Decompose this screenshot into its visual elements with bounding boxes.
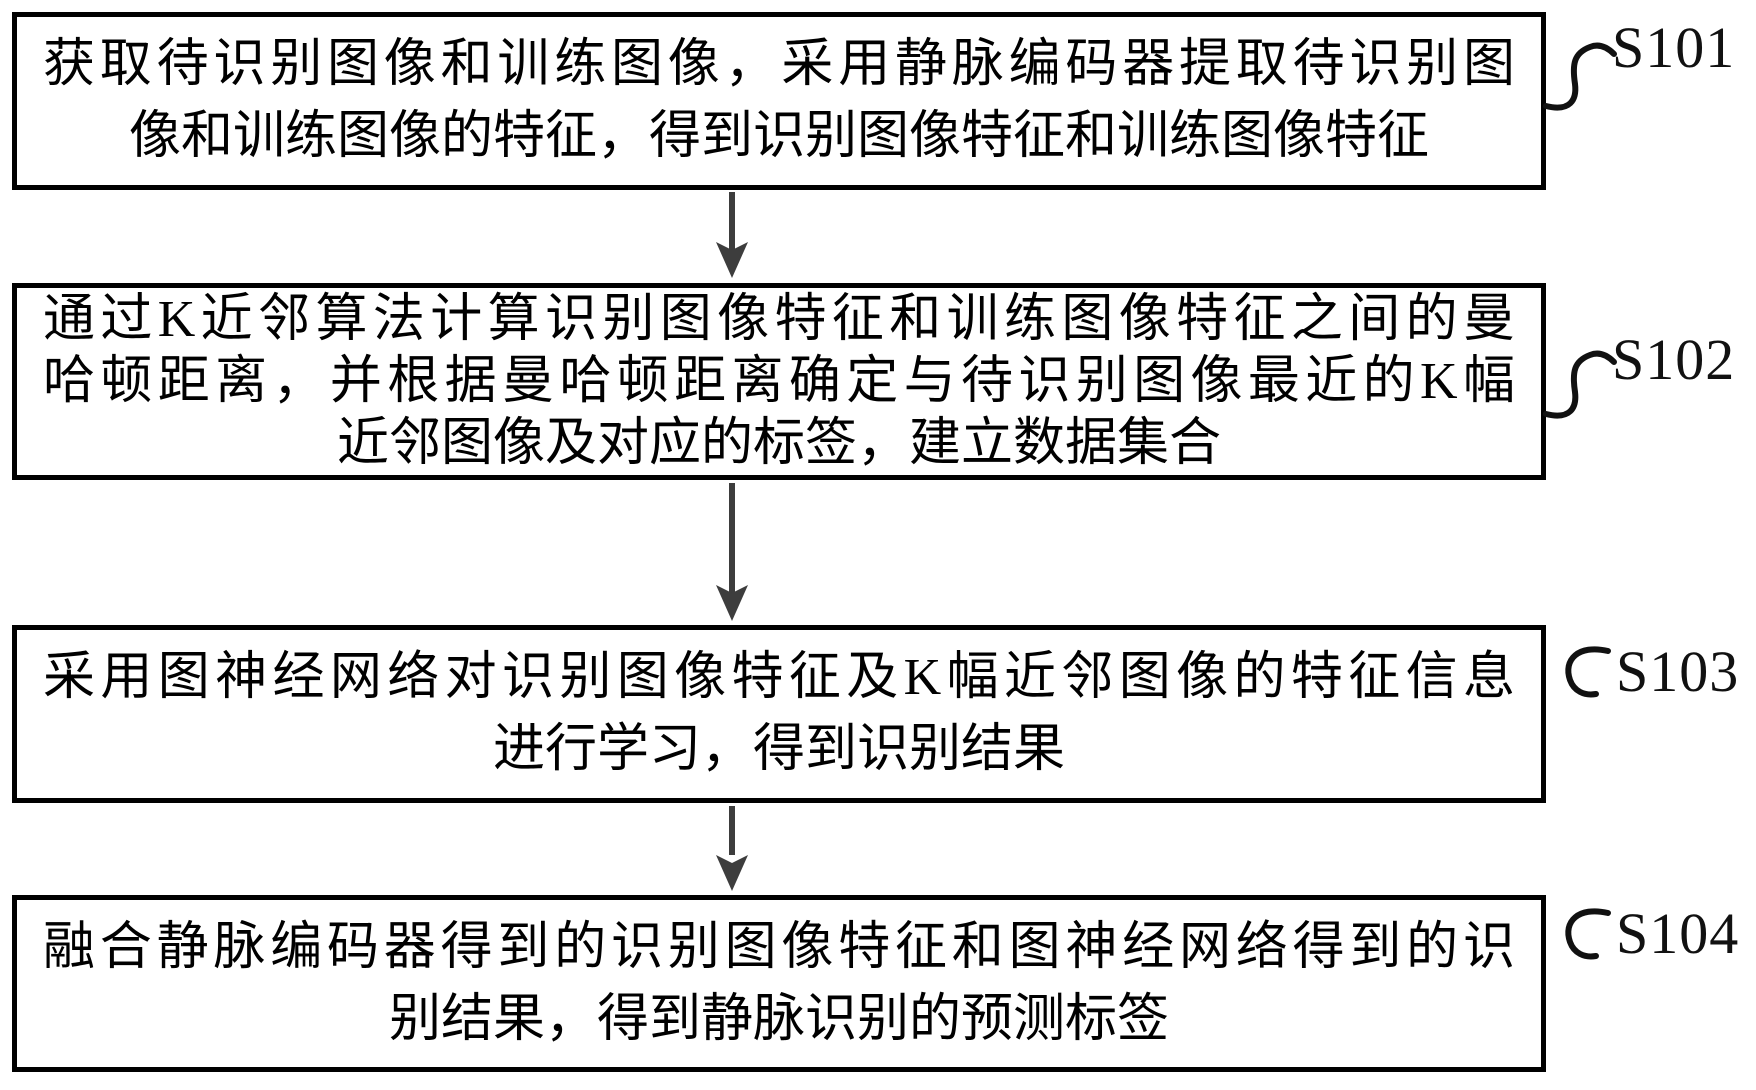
leader-line-s102: [1543, 350, 1617, 419]
flow-box-s104: 融合静脉编码器得到的识别图像特征和图神经网络得到的识 别结果，得到静脉识别的预测…: [12, 895, 1546, 1072]
step-label-s103: S103: [1616, 639, 1740, 704]
flow-box-s101-line-1: 获取待识别图像和训练图像，采用静脉编码器提取待识别图: [43, 36, 1515, 93]
step-label-s102: S102: [1612, 327, 1736, 392]
down-arrow-icon-2: [716, 483, 748, 621]
down-arrow-icon-1: [716, 192, 748, 278]
flow-box-s102: 通过K近邻算法计算识别图像特征和训练图像特征之间的曼 哈顿距离，并根据曼哈顿距离…: [12, 283, 1546, 480]
flow-box-s102-line-2: 哈顿距离，并根据曼哈顿距离确定与待识别图像最近的K幅: [43, 352, 1515, 410]
leader-line-s104: [1565, 908, 1611, 960]
flow-box-s104-line-1: 融合静脉编码器得到的识别图像特征和图神经网络得到的识: [43, 918, 1515, 976]
flow-box-s104-line-2: 别结果，得到静脉识别的预测标签: [388, 990, 1169, 1048]
flow-box-s103-line-1: 采用图神经网络对识别图像特征及K幅近邻图像的特征信息: [43, 649, 1515, 706]
down-arrow-icon-3: [716, 806, 748, 891]
flow-box-s101-line-2: 像和训练图像的特征，得到识别图像特征和训练图像特征: [128, 108, 1429, 165]
flow-box-s103: 采用图神经网络对识别图像特征及K幅近邻图像的特征信息 进行学习，得到识别结果: [12, 625, 1546, 803]
flow-box-s101: 获取待识别图像和训练图像，采用静脉编码器提取待识别图 像和训练图像的特征，得到识…: [12, 12, 1546, 190]
leader-line-s103: [1565, 646, 1611, 698]
leader-line-s101: [1543, 42, 1617, 111]
flow-box-s103-line-2: 进行学习，得到识别结果: [492, 721, 1065, 778]
step-label-s101: S101: [1612, 15, 1736, 80]
step-label-s104: S104: [1616, 901, 1740, 966]
flow-box-s102-line-3: 近邻图像及对应的标签，建立数据集合: [336, 414, 1221, 472]
flow-box-s102-line-1: 通过K近邻算法计算识别图像特征和训练图像特征之间的曼: [43, 290, 1515, 348]
